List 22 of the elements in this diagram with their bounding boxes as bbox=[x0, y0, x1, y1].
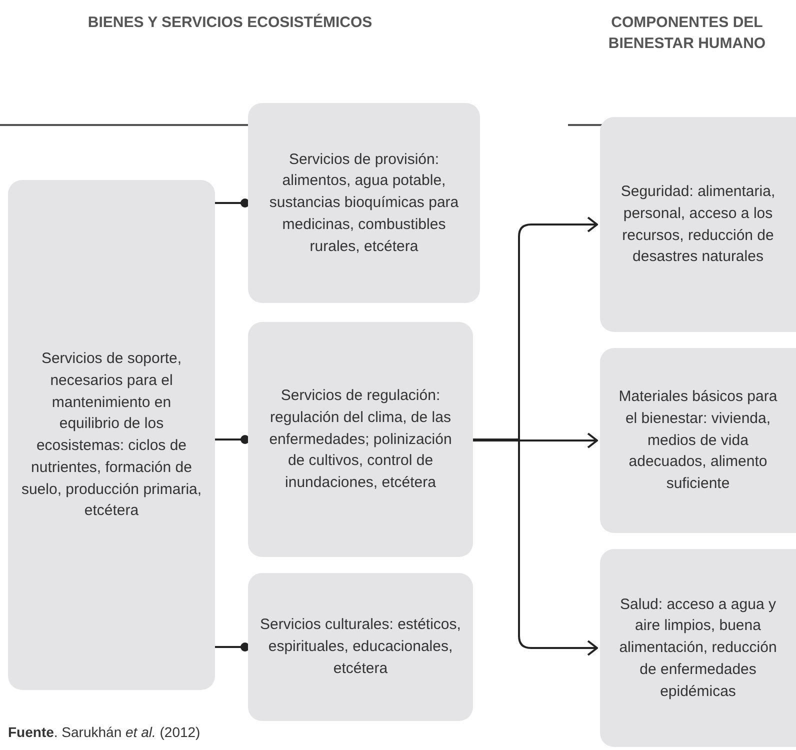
arrow bbox=[473, 432, 598, 448]
service-box bbox=[600, 117, 796, 332]
arrow bbox=[473, 438, 598, 656]
service-box bbox=[248, 573, 473, 721]
box-text: Servicios culturales: estéticos, espirituales, educacionales, etcétera bbox=[260, 615, 461, 679]
column-heading: COMPONENTES DEL BIENESTAR HUMANO bbox=[607, 13, 767, 54]
box-text: Servicios de soporte, necesarios para el mantenimiento en equilibrio de los ecosistemas: ciclos de nutrientes, formación de suelo, producción primaria, etcétera bbox=[20, 349, 203, 522]
service-box bbox=[248, 103, 480, 303]
column-heading: BIENES Y SERVICIOS ECOSISTÉMICOS bbox=[86, 12, 374, 33]
connector-line bbox=[215, 642, 250, 652]
connector-line bbox=[215, 198, 250, 208]
service-box bbox=[600, 348, 796, 533]
service-box bbox=[600, 549, 796, 747]
box-text: Servicios de provisión: alimentos, agua potable, sustancias bioquímicas para medicinas, combustibles rurales, etcétera bbox=[268, 150, 460, 257]
box-text: Seguridad: alimentaria, personal, acceso a los recursos, reducción de desastres naturales bbox=[620, 182, 776, 268]
box-text: Salud: acceso a agua y aire limpios, buena alimentación, reducción de enfermedades epidémicas bbox=[618, 594, 778, 702]
source-note: Fuente. Sarukhán et al. (2012) bbox=[8, 724, 200, 740]
box-text: Servicios de regulación: regulación del clima, de las enfermedades; polinización de cultivos, control de inundaciones, etcétera bbox=[268, 386, 453, 494]
box-text: Materiales básicos para el bienestar: vivienda, medios de vida adecuados, alimento suficiente bbox=[618, 387, 778, 494]
service-box bbox=[8, 180, 215, 690]
service-box bbox=[248, 322, 473, 557]
connector-line bbox=[215, 435, 250, 444]
